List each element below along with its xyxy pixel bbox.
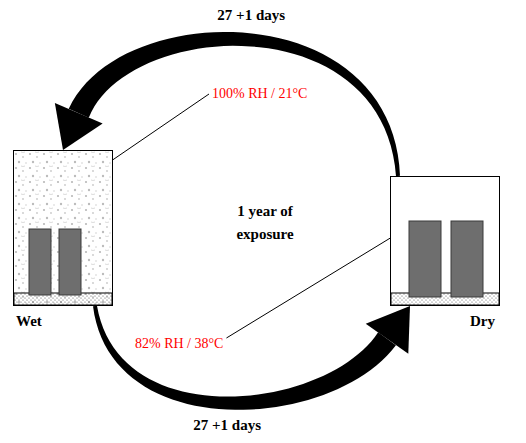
wet-chamber: Wet [13, 150, 113, 306]
cycle-arrow [93, 306, 410, 410]
duration-label: 27 +1 days [193, 417, 261, 434]
chamber-label: Wet [16, 313, 42, 330]
chamber-illustration [14, 151, 112, 305]
duration-note: 1 year of exposure [215, 200, 315, 245]
chamber-illustration [391, 177, 499, 305]
condition-label: 82% RH / 38°C [135, 336, 223, 352]
dry-chamber: Dry [390, 176, 500, 306]
chamber-label: Dry [470, 313, 495, 330]
duration-label: 27 +1 days [217, 7, 285, 24]
condition-label: 100% RH / 21°C [212, 86, 307, 102]
